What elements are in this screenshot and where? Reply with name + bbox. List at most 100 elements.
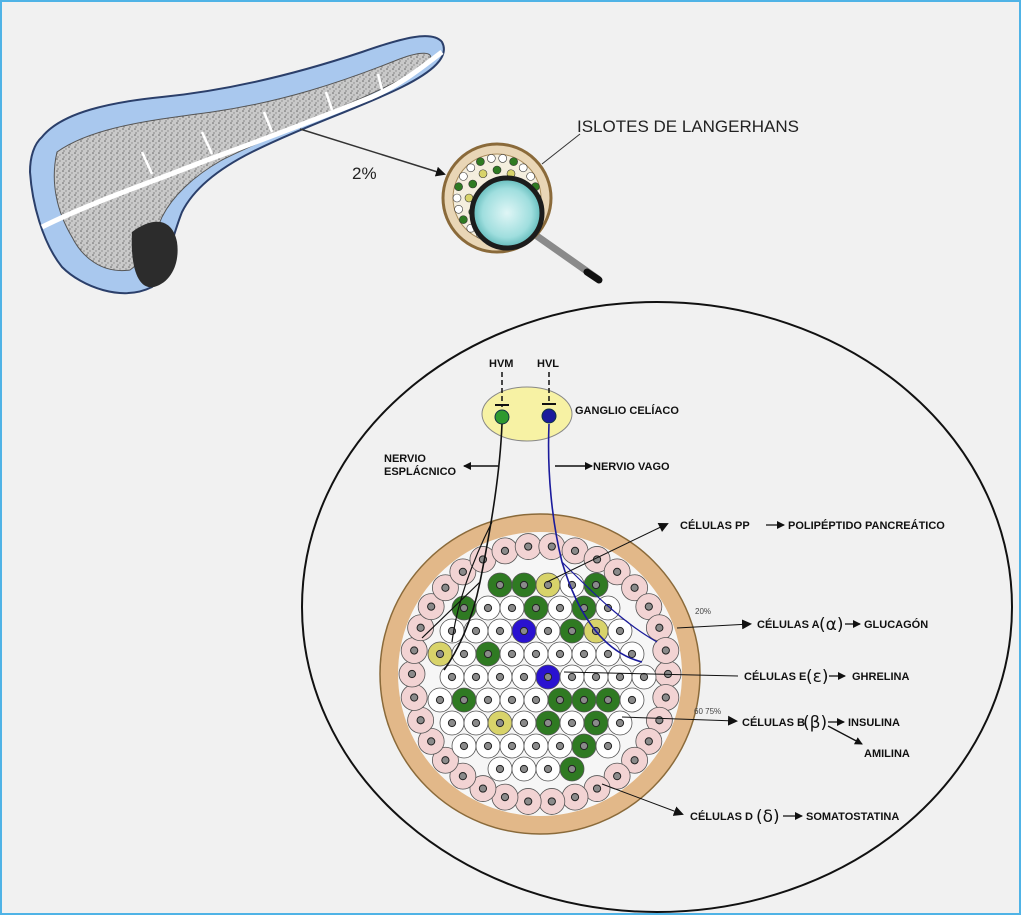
- magnifier-illustration: [443, 144, 599, 280]
- thumb-cell: [479, 170, 487, 178]
- cell-nucleus: [442, 757, 449, 764]
- cell-nucleus: [520, 673, 527, 680]
- thumb-cell: [467, 164, 475, 172]
- cell-nucleus: [614, 568, 621, 575]
- cell-nucleus: [628, 650, 635, 657]
- islet-cross-section: [380, 424, 700, 834]
- thumb-cell: [510, 158, 518, 166]
- cell-nucleus: [520, 765, 527, 772]
- cell-nucleus: [568, 719, 575, 726]
- cell-nucleus: [568, 627, 575, 634]
- cell-nucleus: [544, 765, 551, 772]
- thumb-cell: [519, 164, 527, 172]
- delta-product-label: SOMATOSTATINA: [806, 811, 899, 823]
- pp-product-label: POLIPÉPTIDO PANCREÁTICO: [788, 519, 945, 532]
- cell-nucleus: [628, 696, 635, 703]
- cell-nucleus: [616, 627, 623, 634]
- alpha-cells-label: CÉLULAS A: [757, 618, 820, 631]
- pancreas-illustration: [30, 36, 444, 293]
- cell-nucleus: [460, 650, 467, 657]
- delta-greek-label: (δ): [756, 807, 780, 827]
- cell-nucleus: [568, 765, 575, 772]
- cell-nucleus: [508, 650, 515, 657]
- cell-nucleus: [460, 742, 467, 749]
- beta-product2-label: AMILINA: [864, 748, 910, 760]
- cell-nucleus: [662, 647, 669, 654]
- cell-nucleus: [604, 650, 611, 657]
- cell-nucleus: [436, 650, 443, 657]
- cell-nucleus: [568, 673, 575, 680]
- cell-nucleus: [428, 738, 435, 745]
- cell-nucleus: [460, 604, 467, 611]
- cell-nucleus: [417, 717, 424, 724]
- thumb-cell: [459, 172, 467, 180]
- cell-nucleus: [556, 604, 563, 611]
- hvm-neuron: [495, 410, 509, 424]
- cell-nucleus: [479, 785, 486, 792]
- epsilon-greek-label: (ε): [806, 667, 828, 687]
- cell-nucleus: [556, 742, 563, 749]
- cell-nucleus: [544, 673, 551, 680]
- cell-nucleus: [508, 696, 515, 703]
- cell-nucleus: [580, 696, 587, 703]
- pancreas-percent-label: 2%: [352, 164, 377, 183]
- cell-nucleus: [472, 673, 479, 680]
- cell-nucleus: [556, 650, 563, 657]
- alpha-percent-label: 20%: [695, 607, 711, 616]
- hvm-label: HVM: [489, 358, 513, 370]
- beta-product-label: INSULINA: [848, 717, 900, 729]
- cell-nucleus: [592, 581, 599, 588]
- cell-nucleus: [532, 696, 539, 703]
- thumb-cell: [469, 180, 477, 188]
- cell-nucleus: [459, 773, 466, 780]
- cell-nucleus: [593, 785, 600, 792]
- cell-nucleus: [580, 650, 587, 657]
- cell-nucleus: [472, 627, 479, 634]
- cell-nucleus: [631, 584, 638, 591]
- cell-nucleus: [645, 603, 652, 610]
- cell-nucleus: [408, 670, 415, 677]
- hvl-label: HVL: [537, 358, 559, 370]
- cell-nucleus: [411, 694, 418, 701]
- splanchnic-label-line2: ESPLÁCNICO: [384, 465, 457, 478]
- cell-nucleus: [417, 624, 424, 631]
- cell-nucleus: [532, 650, 539, 657]
- beta-greek-label: (β): [803, 713, 827, 733]
- cell-nucleus: [548, 798, 555, 805]
- thumb-cell: [493, 166, 501, 174]
- cell-nucleus: [662, 694, 669, 701]
- thumb-cell: [499, 154, 507, 162]
- cell-nucleus: [496, 719, 503, 726]
- cell-nucleus: [616, 719, 623, 726]
- epsilon-cells-label: CÉLULAS E: [744, 670, 806, 683]
- epsilon-product-label: GHRELINA: [852, 671, 910, 683]
- thumb-cell: [455, 205, 463, 213]
- cell-nucleus: [496, 581, 503, 588]
- cell-nucleus: [580, 742, 587, 749]
- delta-cells-label: CÉLULAS D: [690, 810, 753, 823]
- cell-nucleus: [448, 719, 455, 726]
- cell-nucleus: [436, 696, 443, 703]
- cell-nucleus: [472, 719, 479, 726]
- thumb-cell: [455, 183, 463, 191]
- cell-nucleus: [525, 798, 532, 805]
- cell-nucleus: [508, 742, 515, 749]
- cell-nucleus: [604, 742, 611, 749]
- alpha-greek-label: (α): [819, 615, 843, 635]
- cell-nucleus: [484, 696, 491, 703]
- cell-nucleus: [556, 696, 563, 703]
- cell-nucleus: [548, 543, 555, 550]
- cell-nucleus: [532, 742, 539, 749]
- pp-cells-label: CÉLULAS PP: [680, 519, 750, 532]
- cell-nucleus: [592, 673, 599, 680]
- cell-nucleus: [656, 717, 663, 724]
- cell-nucleus: [484, 742, 491, 749]
- cell-nucleus: [496, 765, 503, 772]
- islets-title: ISLOTES DE LANGERHANS: [577, 117, 799, 136]
- cell-nucleus: [544, 627, 551, 634]
- thumb-cell: [527, 172, 535, 180]
- cell-nucleus: [614, 773, 621, 780]
- thumb-cell: [453, 194, 461, 202]
- cell-nucleus: [532, 604, 539, 611]
- beta-cells-label: CÉLULAS B: [742, 716, 805, 729]
